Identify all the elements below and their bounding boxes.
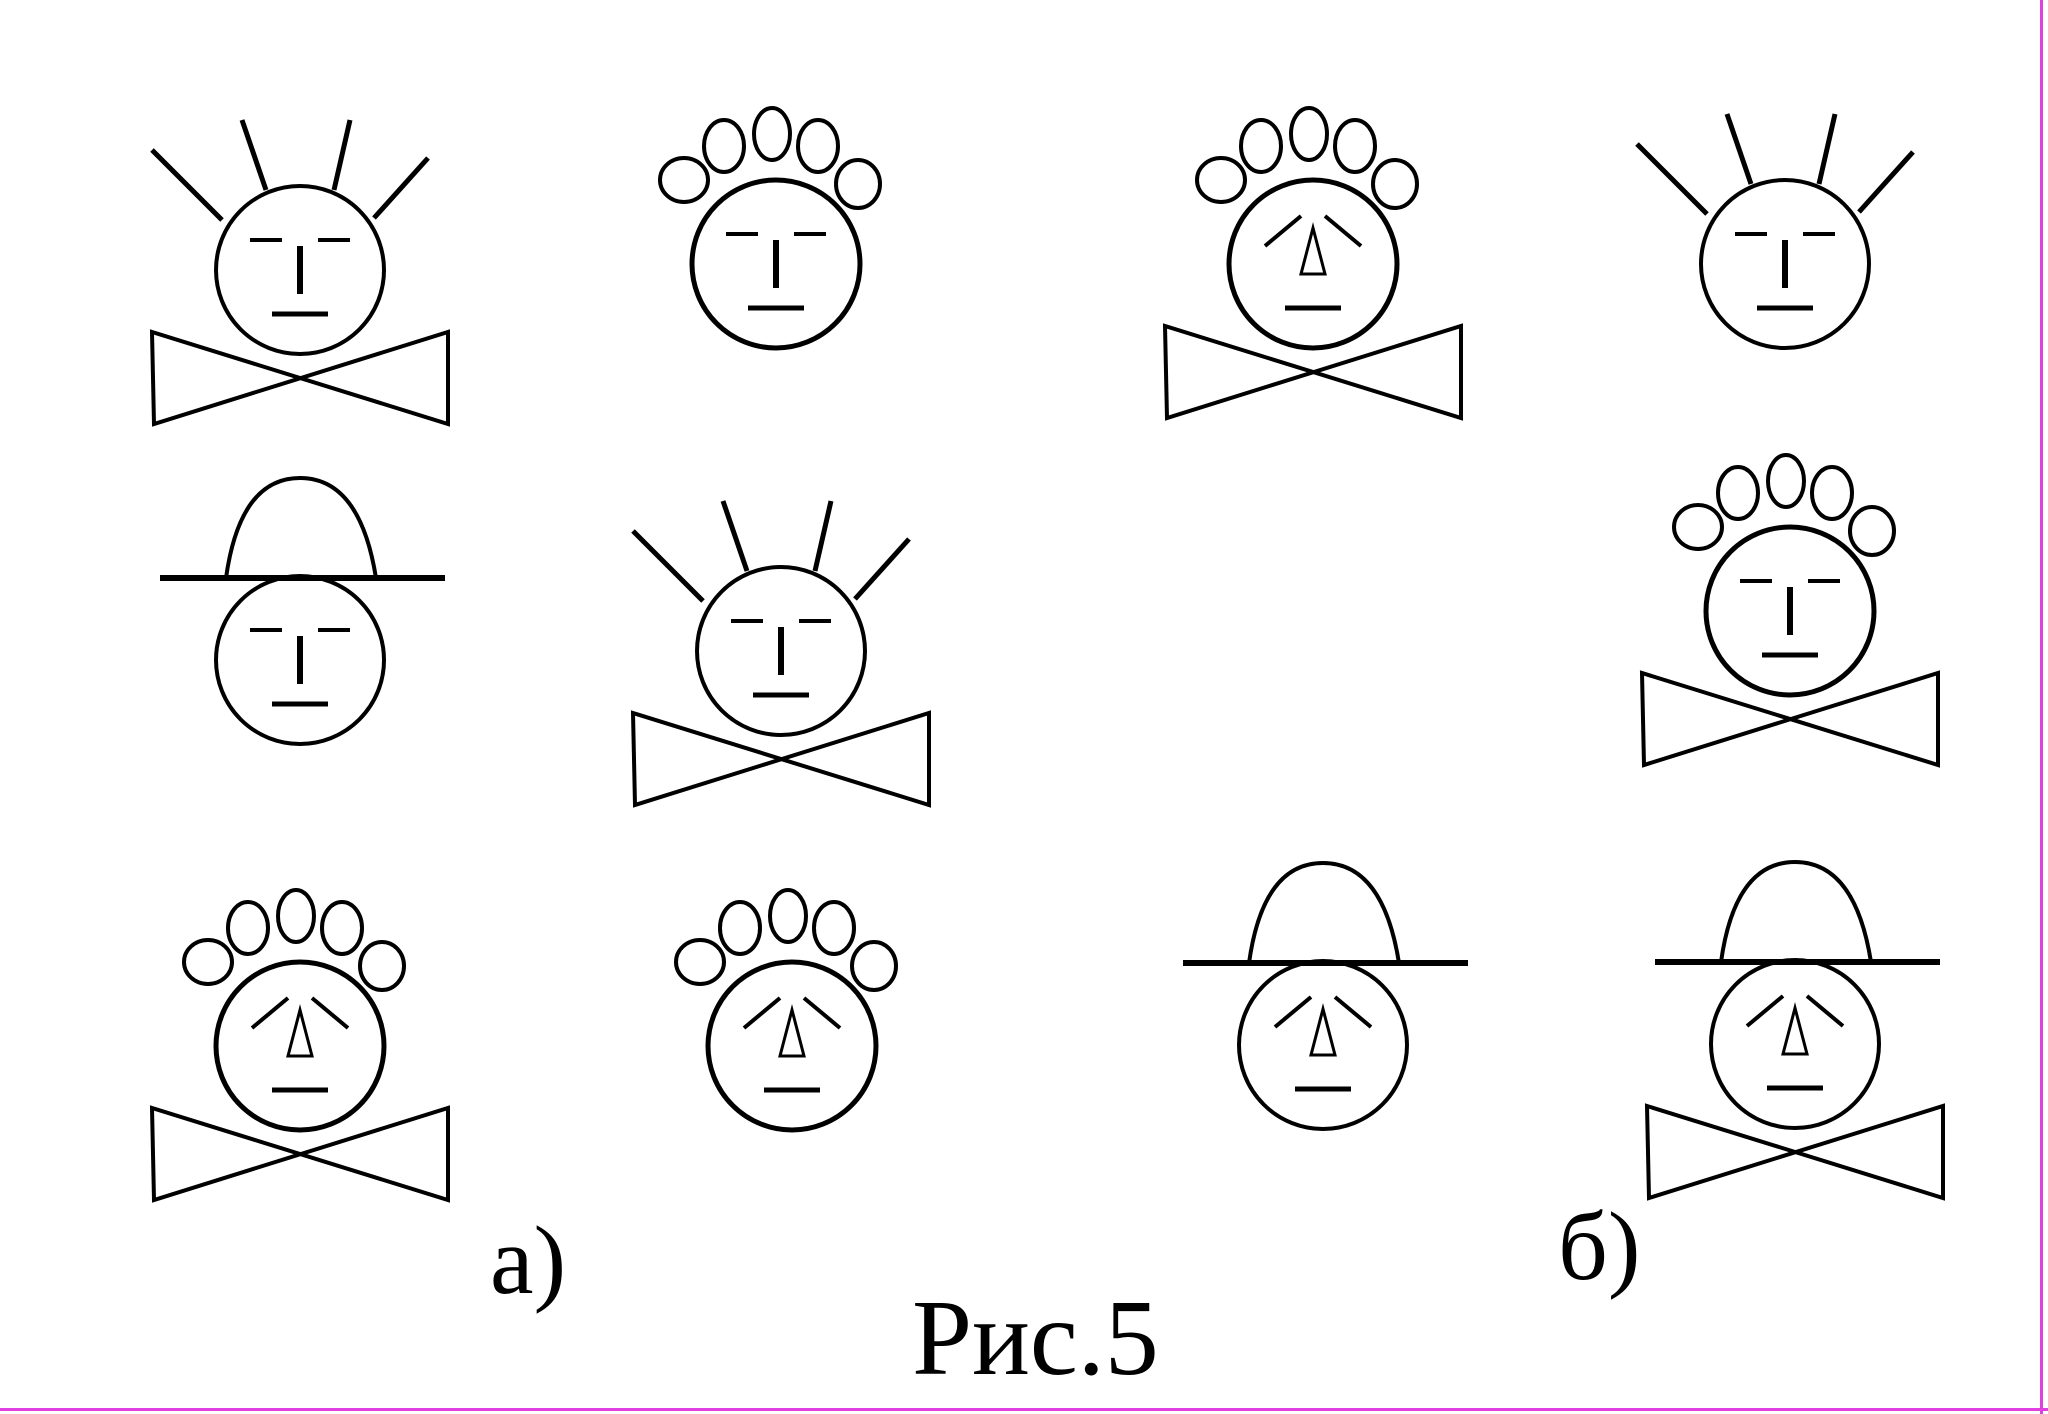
hair-spike-3 [1816, 113, 1838, 185]
face-7 [1639, 453, 1940, 768]
head-outline [213, 959, 387, 1133]
right-brow [1333, 995, 1373, 1029]
hair-spike-3 [331, 119, 353, 191]
hair-spike-2 [720, 500, 750, 572]
hair-curl-3 [752, 106, 792, 162]
hair-curl-1 [1195, 156, 1247, 204]
right-brow [1323, 214, 1363, 248]
bowtie [149, 1105, 450, 1203]
hair-curl-2 [226, 900, 270, 956]
head-outline [705, 959, 879, 1133]
hair-curl-2 [1239, 118, 1283, 174]
hair-curl-3 [1766, 453, 1806, 509]
bowtie [1639, 670, 1940, 768]
hair-curl-4 [1333, 118, 1377, 174]
right-brow [802, 996, 842, 1030]
triangle-nose [1299, 222, 1327, 276]
hair-spike-2 [1724, 113, 1754, 185]
hair-curl-4 [1810, 465, 1854, 521]
face-3 [1162, 106, 1463, 421]
face-5 [160, 475, 445, 746]
figure-title: Рис.5 [912, 1279, 1159, 1398]
hair-curl-1 [182, 938, 234, 986]
left-brow [1263, 214, 1303, 248]
head-outline [689, 177, 863, 351]
head-circle [1709, 958, 1881, 1130]
bottom-edge-line [0, 1408, 2048, 1411]
triangle-nose [1781, 1002, 1809, 1056]
bowtie [1644, 1103, 1945, 1201]
head-outline [1703, 524, 1877, 698]
hair-curl-1 [1672, 503, 1724, 551]
hair-curl-4 [812, 900, 856, 956]
hair-curl-2 [718, 900, 762, 956]
hair-curl-5 [358, 940, 406, 992]
hair-curl-3 [276, 888, 316, 944]
face-1 [149, 119, 450, 427]
hair-spike-4 [853, 537, 911, 601]
hair-curl-5 [1848, 505, 1896, 557]
hair-spike-1 [1635, 142, 1709, 216]
head-outline [1226, 177, 1400, 351]
hair-spike-1 [150, 148, 224, 222]
hair-curl-5 [1371, 158, 1419, 210]
left-brow [742, 996, 782, 1030]
bowtie [1162, 323, 1463, 421]
hat-crown [224, 475, 378, 579]
hair-curl-2 [702, 118, 746, 174]
hair-curl-1 [658, 156, 710, 204]
hair-curl-5 [850, 940, 898, 992]
triangle-nose [286, 1004, 314, 1058]
face-11 [1644, 859, 1945, 1201]
right-brow [310, 996, 350, 1030]
left-brow [1745, 994, 1785, 1028]
right-edge-line [2040, 0, 2043, 1414]
hair-curl-1 [674, 938, 726, 986]
hair-curl-5 [834, 158, 882, 210]
group-b-label: б) [1558, 1193, 1641, 1301]
bowtie [630, 710, 931, 808]
hair-spike-2 [239, 119, 269, 191]
hair-spike-3 [812, 500, 834, 572]
hair-curl-3 [1289, 106, 1329, 162]
face-8 [149, 888, 450, 1203]
hair-curl-2 [1716, 465, 1760, 521]
group-a-label: а) [490, 1207, 567, 1315]
hat-crown [1247, 860, 1401, 964]
face-4 [1635, 113, 1915, 350]
triangle-nose [1309, 1003, 1337, 1057]
hair-spike-4 [372, 156, 430, 220]
head-circle [1237, 959, 1409, 1131]
hair-spike-4 [1857, 150, 1915, 214]
face-6 [630, 500, 931, 808]
hat-crown [1719, 859, 1873, 963]
face-10 [1183, 860, 1468, 1131]
hair-spike-1 [631, 529, 705, 603]
right-brow [1805, 994, 1845, 1028]
triangle-nose [778, 1004, 806, 1058]
left-brow [250, 996, 290, 1030]
hair-curl-3 [768, 888, 808, 944]
face-9 [674, 888, 898, 1133]
hair-curl-4 [796, 118, 840, 174]
face-2 [658, 106, 882, 351]
bowtie [149, 329, 450, 427]
hair-curl-4 [320, 900, 364, 956]
left-brow [1273, 995, 1313, 1029]
